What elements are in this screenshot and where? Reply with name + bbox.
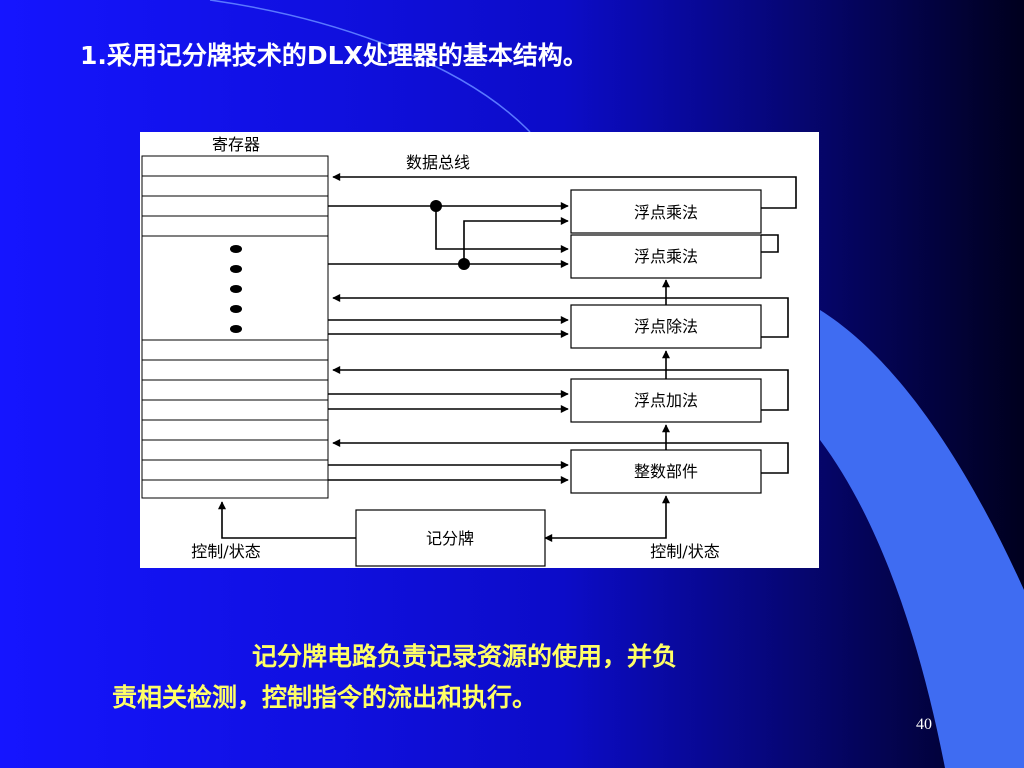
register-ellipsis-dots xyxy=(230,245,242,333)
caption-line-2: 责相关检测，控制指令的流出和执行。 xyxy=(112,683,538,712)
fp-multiply-label-1: 浮点乘法 xyxy=(634,203,698,222)
decorative-swoosh-line xyxy=(209,0,531,133)
fp-multiply-unit-2 xyxy=(570,234,762,279)
functional-unit-boxes xyxy=(355,189,762,567)
fp-multiply-label-2: 浮点乘法 xyxy=(634,247,698,266)
fp-add-unit xyxy=(570,378,762,423)
diagram-connections xyxy=(218,173,797,542)
register-label: 寄存器 xyxy=(212,135,260,154)
control-status-left-label: 控制/状态 xyxy=(191,542,260,561)
caption-line-1: 记分牌电路负责记录资源的使用，并负 xyxy=(252,642,678,671)
fp-multiply-unit-1 xyxy=(570,189,762,234)
fp-add-label: 浮点加法 xyxy=(634,391,698,410)
fp-divide-unit xyxy=(570,304,762,349)
integer-unit xyxy=(570,449,762,494)
decorative-swoosh xyxy=(820,310,1024,768)
control-status-right-label: 控制/状态 xyxy=(650,542,719,561)
register-file xyxy=(141,155,329,499)
data-bus-label: 数据总线 xyxy=(406,153,470,172)
slide-title: 1.采用记分牌技术的DLX处理器的基本结构。 xyxy=(80,41,588,70)
page-number: 40 xyxy=(916,716,932,733)
integer-unit-label: 整数部件 xyxy=(634,462,698,481)
scoreboard-box xyxy=(355,509,546,567)
caption: 记分牌电路负责记录资源的使用，并负 责相关检测，控制指令的流出和执行。 xyxy=(112,636,852,718)
fp-divide-label: 浮点除法 xyxy=(634,317,698,336)
scoreboard-label: 记分牌 xyxy=(426,529,474,548)
bus-junction-dots xyxy=(430,200,470,270)
scoreboard-architecture-diagram: 寄存器 浮点乘法 浮点乘法 浮点除法 浮点加法 整数部件 记分牌 数据总线 xyxy=(140,132,819,568)
